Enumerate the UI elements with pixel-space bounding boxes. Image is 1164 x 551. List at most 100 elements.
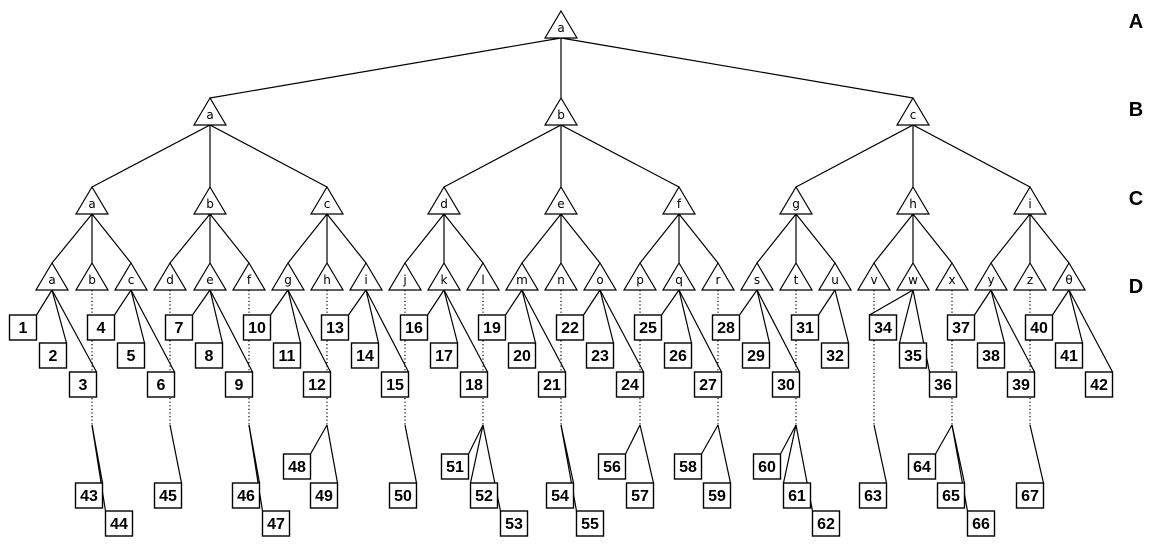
edge-c-d26 bbox=[1029, 213, 1070, 264]
leaf-43-label: 43 bbox=[80, 488, 98, 505]
edge-d-leaf-7 bbox=[192, 289, 211, 316]
leaf-56-label: 56 bbox=[603, 459, 621, 476]
leaf-28-label: 28 bbox=[717, 320, 735, 337]
leaf-60: 60 bbox=[752, 453, 782, 480]
leaf-30: 30 bbox=[771, 371, 801, 398]
leaf-16-label: 16 bbox=[405, 320, 423, 337]
leaf-14-label: 14 bbox=[356, 348, 374, 365]
leaf-42-label: 42 bbox=[1090, 377, 1108, 394]
edge-d-leaf-28 bbox=[739, 289, 758, 316]
leaf-66: 66 bbox=[966, 510, 996, 537]
leaf-40: 40 bbox=[1024, 314, 1054, 341]
leaf-28: 28 bbox=[711, 314, 741, 341]
edge-e-leaf-56 bbox=[624, 424, 641, 455]
edge-d-leaf-11 bbox=[287, 289, 302, 344]
leaf-55-label: 55 bbox=[581, 516, 599, 533]
edge-d-leaf-12 bbox=[287, 289, 332, 373]
leaf-26: 26 bbox=[663, 342, 693, 369]
node-c-5-label: f bbox=[677, 197, 682, 211]
leaf-27-label: 27 bbox=[699, 377, 717, 394]
leaf-1: 1 bbox=[8, 314, 38, 341]
leaf-49-label: 49 bbox=[315, 488, 333, 505]
leaf-53-label: 53 bbox=[505, 516, 523, 533]
node-root: a bbox=[543, 9, 579, 39]
leaf-35-label: 35 bbox=[904, 348, 922, 365]
node-d-21-label: v bbox=[870, 273, 877, 287]
leaf-52: 52 bbox=[469, 482, 499, 509]
edge-d-leaf-20 bbox=[521, 289, 537, 344]
node-d-4-label: e bbox=[206, 273, 213, 287]
edge-c-d3 bbox=[169, 213, 211, 264]
edge-d-leaf-3 bbox=[51, 289, 98, 373]
edge-d-leaf-1 bbox=[35, 289, 53, 316]
leaf-25: 25 bbox=[633, 314, 663, 341]
leaf-46: 46 bbox=[231, 482, 261, 509]
leaf-3-label: 3 bbox=[79, 377, 88, 394]
edge-e-leaf-52 bbox=[469, 424, 484, 484]
leaf-1-label: 1 bbox=[19, 320, 28, 337]
leaf-7-label: 7 bbox=[175, 320, 184, 337]
leaf-11: 11 bbox=[272, 342, 302, 369]
leaf-44: 44 bbox=[104, 510, 134, 537]
edge-c-d5 bbox=[209, 213, 250, 264]
edge-a-b0 bbox=[209, 37, 562, 99]
node-d-6: g bbox=[270, 261, 306, 291]
leaf-56: 56 bbox=[597, 453, 627, 480]
node-d-23: x bbox=[934, 261, 970, 291]
node-d-5-label: f bbox=[247, 273, 252, 287]
edge-c-d11 bbox=[443, 213, 484, 264]
leaf-17: 17 bbox=[429, 342, 459, 369]
node-c-2: c bbox=[309, 185, 345, 215]
edge-d-leaf-8 bbox=[209, 289, 224, 344]
leaf-34: 34 bbox=[868, 314, 898, 341]
node-d-17-label: r bbox=[716, 273, 721, 287]
edge-b-c2 bbox=[209, 124, 328, 188]
leaf-57-label: 57 bbox=[631, 488, 649, 505]
node-d-26-label: θ bbox=[1065, 273, 1072, 287]
leaf-48-label: 48 bbox=[288, 459, 306, 476]
edge-d-leaf-6 bbox=[130, 289, 176, 373]
leaf-8: 8 bbox=[194, 342, 224, 369]
node-d-13-label: n bbox=[557, 273, 565, 287]
edge-d-leaf-31 bbox=[817, 289, 836, 316]
edge-e-leaf-48 bbox=[309, 424, 328, 455]
leaf-6-label: 6 bbox=[157, 377, 166, 394]
leaf-22-label: 22 bbox=[561, 320, 579, 337]
node-d-15: p bbox=[622, 261, 658, 291]
node-c-6-label: g bbox=[792, 197, 800, 211]
level-label-C: C bbox=[1129, 188, 1143, 210]
edge-d-leaf-19 bbox=[504, 289, 523, 316]
edge-b-c8 bbox=[912, 124, 1031, 188]
leaf-57: 57 bbox=[625, 482, 655, 509]
node-d-10-label: k bbox=[441, 273, 448, 287]
node-d-9-label: j bbox=[402, 273, 406, 287]
node-c-0-label: a bbox=[88, 197, 95, 211]
edge-d-leaf-32 bbox=[834, 289, 850, 344]
edge-c-d24 bbox=[990, 213, 1031, 264]
leaf-9-label: 9 bbox=[235, 377, 244, 394]
leaf-59-label: 59 bbox=[708, 488, 726, 505]
node-d-25-label: z bbox=[1027, 273, 1033, 287]
edge-e-leaf-58 bbox=[700, 424, 719, 455]
leaf-66-label: 66 bbox=[972, 516, 990, 533]
node-d-0: a bbox=[34, 261, 70, 291]
edge-d-leaf-37 bbox=[973, 289, 992, 316]
edge-b-c6 bbox=[795, 124, 914, 188]
edge-c-d21 bbox=[873, 213, 914, 264]
leaf-29: 29 bbox=[741, 342, 771, 369]
node-d-1-label: b bbox=[88, 273, 96, 287]
node-b-0-label: a bbox=[206, 108, 213, 122]
node-c-3: d bbox=[426, 185, 462, 215]
leaf-18: 18 bbox=[459, 371, 489, 398]
edge-c-d17 bbox=[678, 213, 719, 264]
leaf-47-label: 47 bbox=[267, 516, 285, 533]
leaf-38: 38 bbox=[976, 342, 1006, 369]
node-b-1: b bbox=[543, 96, 579, 126]
node-d-8: i bbox=[348, 261, 384, 291]
leaf-9: 9 bbox=[224, 371, 254, 398]
node-d-19-label: t bbox=[794, 273, 799, 287]
leaf-10-label: 10 bbox=[248, 320, 266, 337]
leaf-30-label: 30 bbox=[777, 377, 795, 394]
edge-d-leaf-29 bbox=[756, 289, 771, 344]
